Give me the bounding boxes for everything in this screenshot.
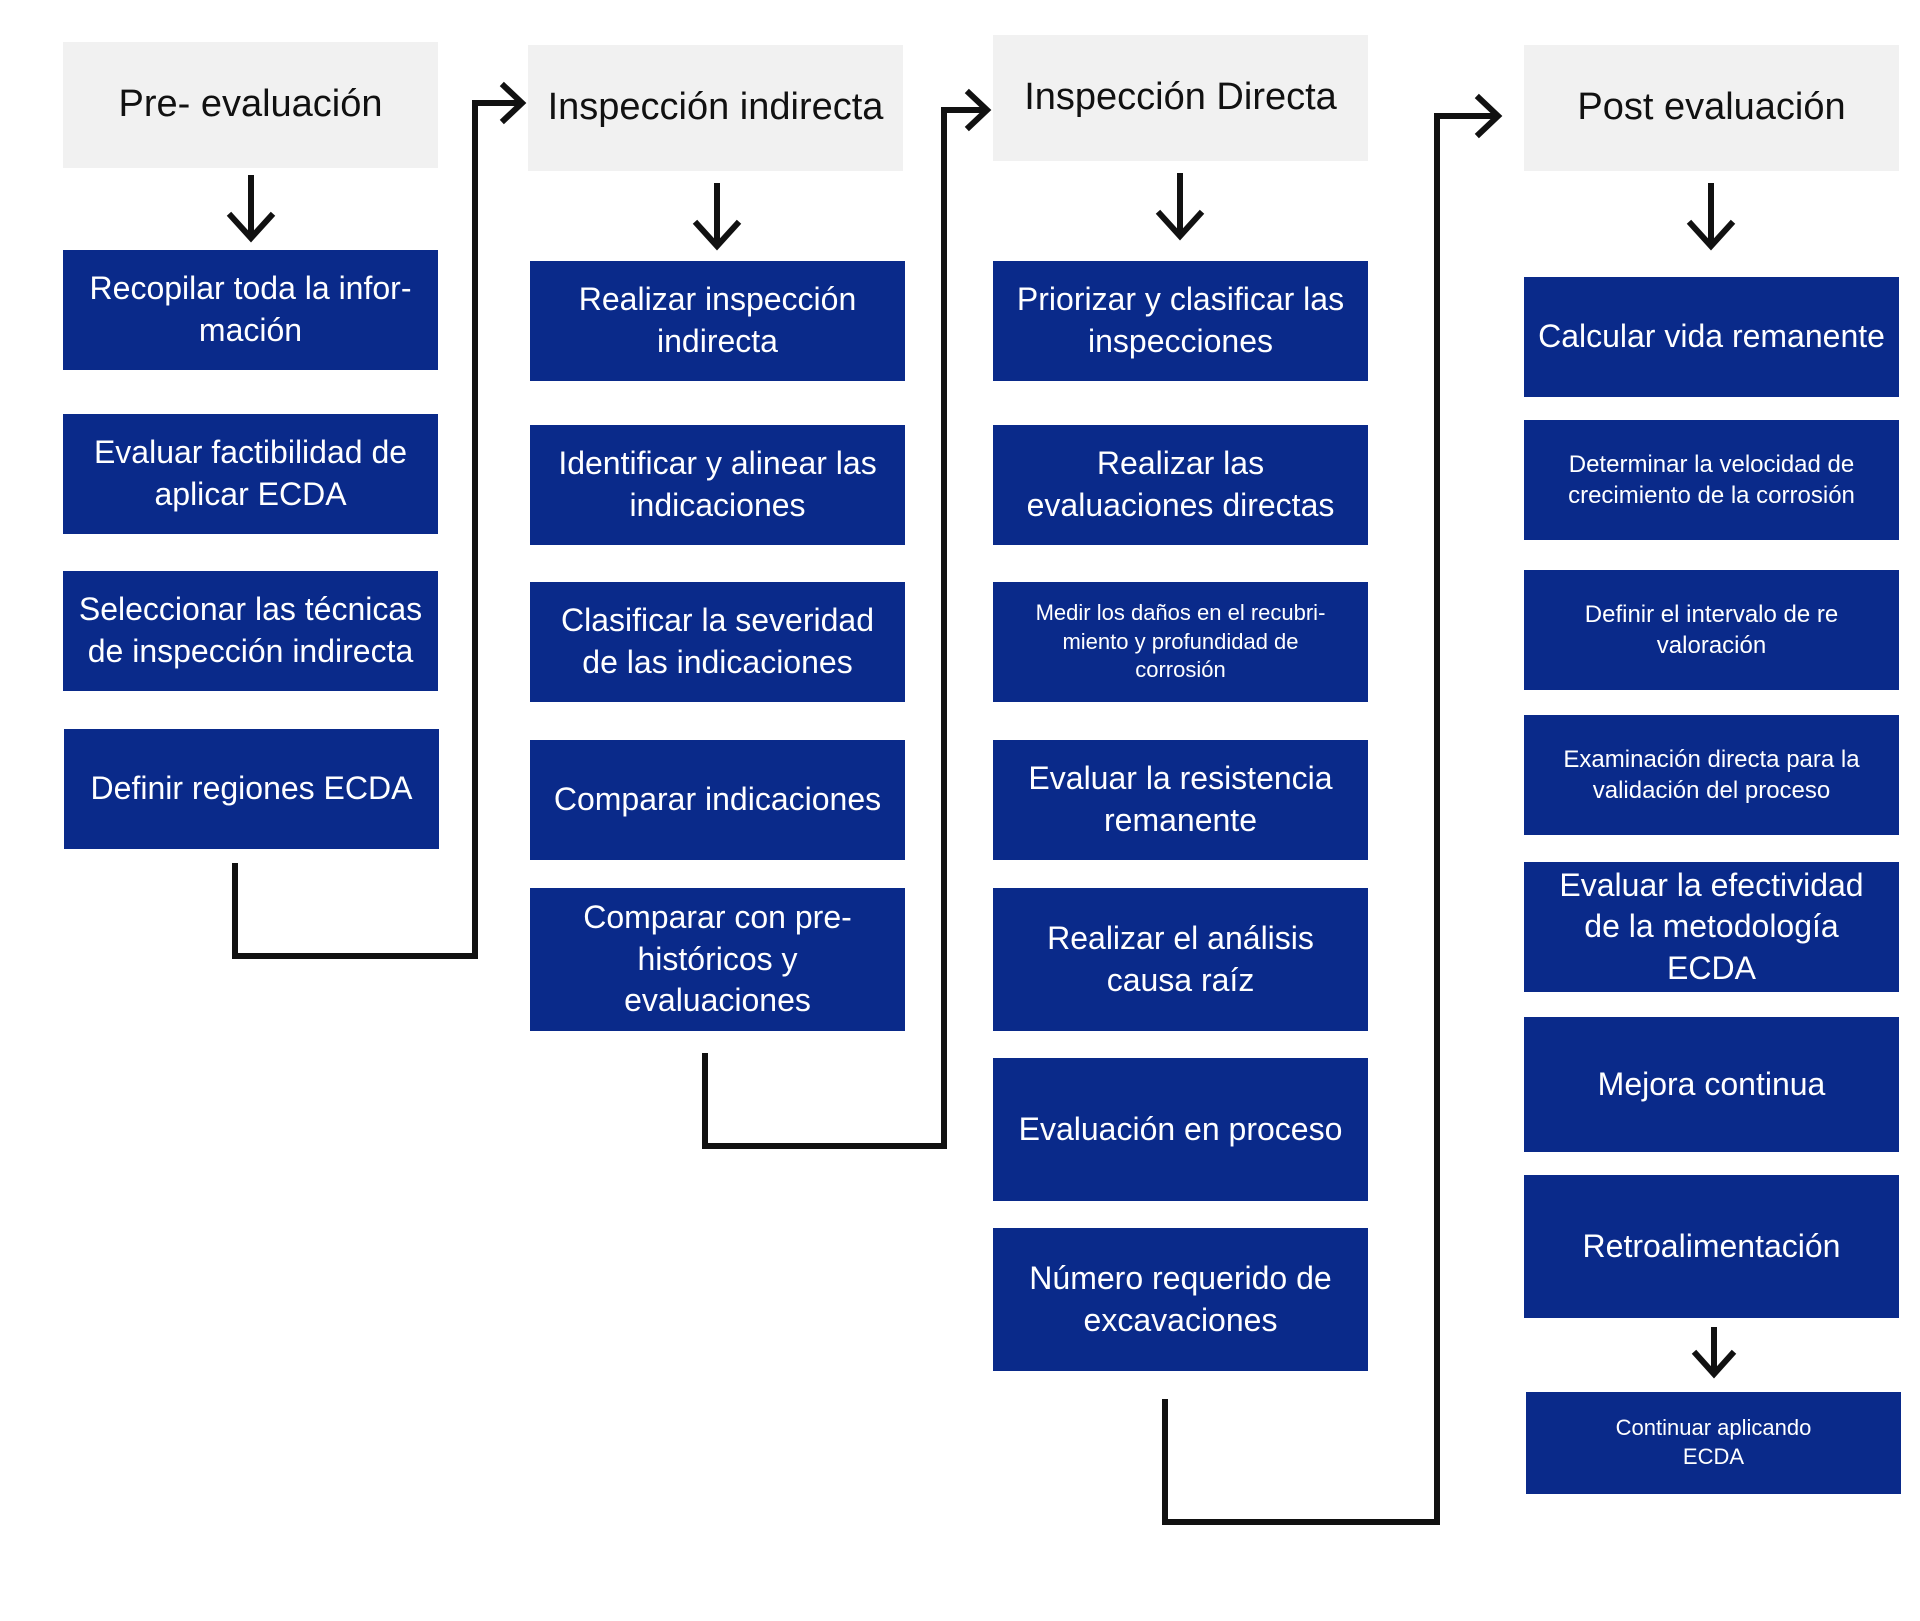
step-velocidad-corrosion: Determinar la velocidad de crecimiento d… [1524, 420, 1899, 540]
step-definir-regiones: Definir regiones ECDA [64, 729, 439, 849]
step-analisis-causa-raiz: Realizar el análisis causa raíz [993, 888, 1368, 1031]
header-inspeccion-indirecta: Inspección indirecta [528, 45, 903, 171]
connector-directa-to-post [1162, 93, 1503, 1525]
header-inspeccion-directa: Inspección Directa [993, 35, 1368, 161]
down-arrow-icon [1155, 173, 1205, 241]
step-evaluar-efectividad: Evaluar la efectividad de la metodología… [1524, 862, 1899, 992]
step-evaluar-factibilidad: Evaluar factibilidad de aplicar ECDA [63, 414, 438, 534]
step-mejora-continua: Mejora continua [1524, 1017, 1899, 1152]
step-realizar-evaluaciones-directas: Realizar las evaluaciones directas [993, 425, 1368, 545]
down-arrow-icon [1691, 1327, 1737, 1379]
step-evaluacion-en-proceso: Evaluación en proceso [993, 1058, 1368, 1201]
step-comparar-indicaciones: Comparar indicaciones [530, 740, 905, 860]
step-identificar-alinear: Identificar y alinear las indicaciones [530, 425, 905, 545]
step-medir-danos: Medir los daños en el recubri- miento y … [993, 582, 1368, 702]
header-pre-evaluacion: Pre- evaluación [63, 42, 438, 168]
connector-pre-to-indirecta [232, 81, 527, 959]
step-seleccionar-tecnicas: Seleccionar las técnicas de inspección i… [63, 571, 438, 691]
step-recopilar-informacion: Recopilar toda la infor- mación [63, 250, 438, 370]
header-post-evaluacion: Post evaluación [1524, 45, 1899, 171]
connector-indirecta-to-directa [702, 88, 992, 1149]
down-arrow-icon [692, 183, 742, 251]
step-continuar-ecda: Continuar aplicando ECDA [1526, 1392, 1901, 1494]
step-priorizar-clasificar: Priorizar y clasificar las inspecciones [993, 261, 1368, 381]
step-comparar-historicos: Comparar con pre- históricos y evaluacio… [530, 888, 905, 1031]
step-evaluar-resistencia: Evaluar la resistencia remanente [993, 740, 1368, 860]
step-numero-excavaciones: Número requerido de excavaciones [993, 1228, 1368, 1371]
down-arrow-icon [1686, 183, 1736, 251]
step-definir-intervalo: Definir el intervalo de re valoración [1524, 570, 1899, 690]
down-arrow-icon [226, 175, 276, 243]
step-examinacion-directa: Examinación directa para la validación d… [1524, 715, 1899, 835]
step-retroalimentacion: Retroalimentación [1524, 1175, 1899, 1318]
step-clasificar-severidad: Clasificar la severidad de las indicacio… [530, 582, 905, 702]
step-realizar-inspeccion-indirecta: Realizar inspección indirecta [530, 261, 905, 381]
step-calcular-vida: Calcular vida remanente [1524, 277, 1899, 397]
